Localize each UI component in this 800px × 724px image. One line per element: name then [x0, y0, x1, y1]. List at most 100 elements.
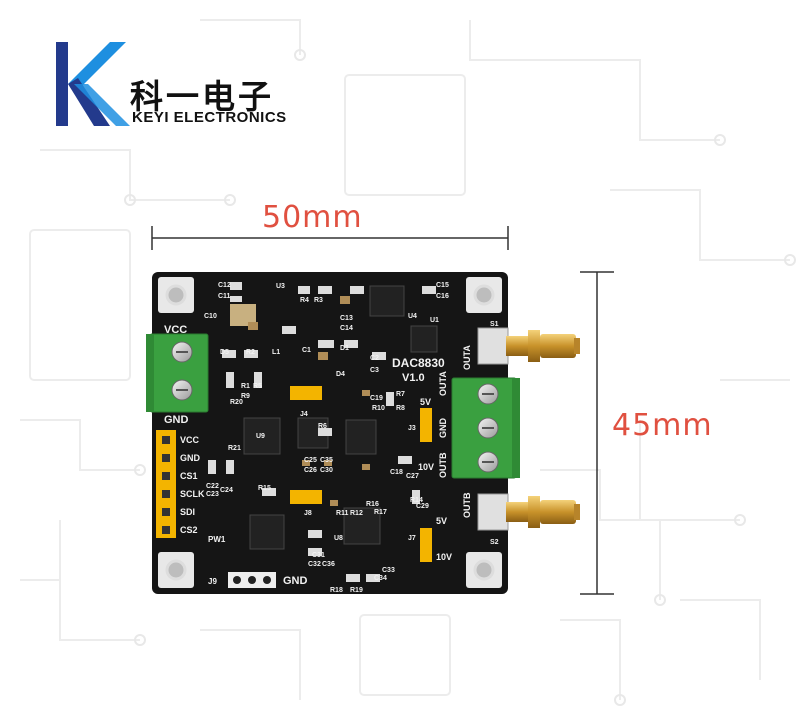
designator-label: R14 [410, 497, 423, 504]
designator-label: C16 [436, 293, 449, 300]
mounting-holes [158, 277, 502, 588]
svg-text:OUTB: OUTB [438, 452, 448, 478]
designator-label: R19 [350, 587, 363, 594]
designator-label: C18 [390, 469, 403, 476]
svg-text:5V: 5V [436, 516, 447, 526]
designator-label: C15 [436, 282, 449, 289]
designator-label: C3 [370, 367, 379, 374]
designator-label: R5 [253, 383, 262, 390]
designator-label: C10 [204, 313, 217, 320]
height-dimension-label: 45mm [612, 408, 713, 443]
designator-label: D1 [340, 345, 349, 352]
designator-label: R2 [246, 349, 255, 356]
designator-label: U8 [334, 535, 343, 542]
svg-text:OUTA: OUTA [438, 371, 448, 396]
designator-label: C22 [206, 483, 219, 490]
designator-label: R10 [372, 405, 385, 412]
designator-label: C1 [302, 347, 311, 354]
designator-label: C31 [312, 552, 325, 559]
designator-label: U1 [430, 317, 439, 324]
label-vcc: VCC [164, 324, 187, 336]
designator-label: R21 [228, 445, 241, 452]
svg-text:GND: GND [438, 418, 448, 439]
designator-label: C14 [340, 325, 353, 332]
designator-label: D5 [220, 349, 229, 356]
output-terminal-labels: OUTA GND OUTB [438, 371, 448, 478]
designator-label: J7 [408, 535, 416, 542]
designator-label: J4 [300, 411, 308, 418]
header-pin-label: SDI [180, 507, 195, 517]
svg-text:10V: 10V [436, 552, 452, 562]
svg-text:10V: 10V [418, 462, 434, 472]
designator-label: C36 [322, 561, 335, 568]
header-pin-label: CS2 [180, 525, 198, 535]
designator-label: C32 [308, 561, 321, 568]
designator-label: J3 [408, 425, 416, 432]
designator-label: S2 [490, 539, 499, 546]
designator-label: R3 [314, 297, 323, 304]
designator-label: R9 [241, 393, 250, 400]
power-terminal-block [146, 333, 209, 413]
smd-components [208, 282, 436, 582]
designator-label: J8 [304, 510, 312, 517]
brand-name-chinese: 科一电子 [130, 77, 274, 116]
label-j9: J9 [208, 577, 217, 586]
sma-connector-outb [477, 493, 580, 531]
designator-label: R12 [350, 510, 363, 517]
designator-label: S1 [490, 321, 499, 328]
k-logo-icon [56, 42, 130, 126]
svg-text:5V: 5V [420, 397, 431, 407]
jumper-voltage-labels: 5V 10V 5V 10V [418, 397, 452, 562]
designator-label: C27 [406, 473, 419, 480]
designator-label: C19 [370, 395, 383, 402]
designator-label: L1 [272, 349, 280, 356]
header-pin-label: GND [180, 453, 201, 463]
designator-label: C25 [304, 457, 317, 464]
designator-label: R20 [230, 399, 243, 406]
designator-label: R8 [396, 405, 405, 412]
designator-label: C33 [382, 567, 395, 574]
header-pin-label: CS1 [180, 471, 198, 481]
designator-label: C34 [374, 575, 387, 582]
designator-label: C35 [320, 457, 333, 464]
designator-label: C24 [220, 487, 233, 494]
header-pin-label: SCLK [180, 489, 205, 499]
brand-name-english: KEYI ELECTRONICS [132, 109, 287, 126]
ic-chips [243, 285, 438, 550]
sma-labels: OUTA OUTB [462, 345, 472, 518]
label-pw1: PW1 [208, 535, 226, 544]
designator-label: U4 [408, 313, 417, 320]
designator-label: R16 [366, 501, 379, 508]
designator-label: R15 [258, 485, 271, 492]
jumpers [290, 386, 432, 562]
designator-label: R11 [336, 510, 349, 517]
designator-label: U3 [276, 283, 285, 290]
designator-label: C11 [218, 293, 231, 300]
designator-label: C23 [206, 491, 219, 498]
board-model: DAC8830 [392, 356, 445, 370]
header-pin-label: VCC [180, 435, 200, 445]
label-gnd: GND [164, 414, 189, 426]
designator-label: R6 [318, 423, 327, 430]
board-version: V1.0 [402, 372, 425, 384]
designator-label: D4 [336, 371, 345, 378]
output-terminal-block [451, 377, 520, 479]
designator-label: C30 [320, 467, 333, 474]
designator-label: C29 [416, 503, 429, 510]
designator-label: R1 [241, 383, 250, 390]
designator-label: R18 [330, 587, 343, 594]
designator-label: C26 [304, 467, 317, 474]
designator-label: U9 [256, 433, 265, 440]
designator-label: C12 [218, 282, 231, 289]
designator-label: R7 [396, 391, 405, 398]
designator-label: C13 [340, 315, 353, 322]
signal-pin-header [156, 430, 176, 538]
bottom-pin-header-j9 [228, 572, 276, 588]
designator-label: R17 [374, 509, 387, 516]
svg-text:OUTA: OUTA [462, 345, 472, 370]
designator-label: R4 [300, 297, 309, 304]
